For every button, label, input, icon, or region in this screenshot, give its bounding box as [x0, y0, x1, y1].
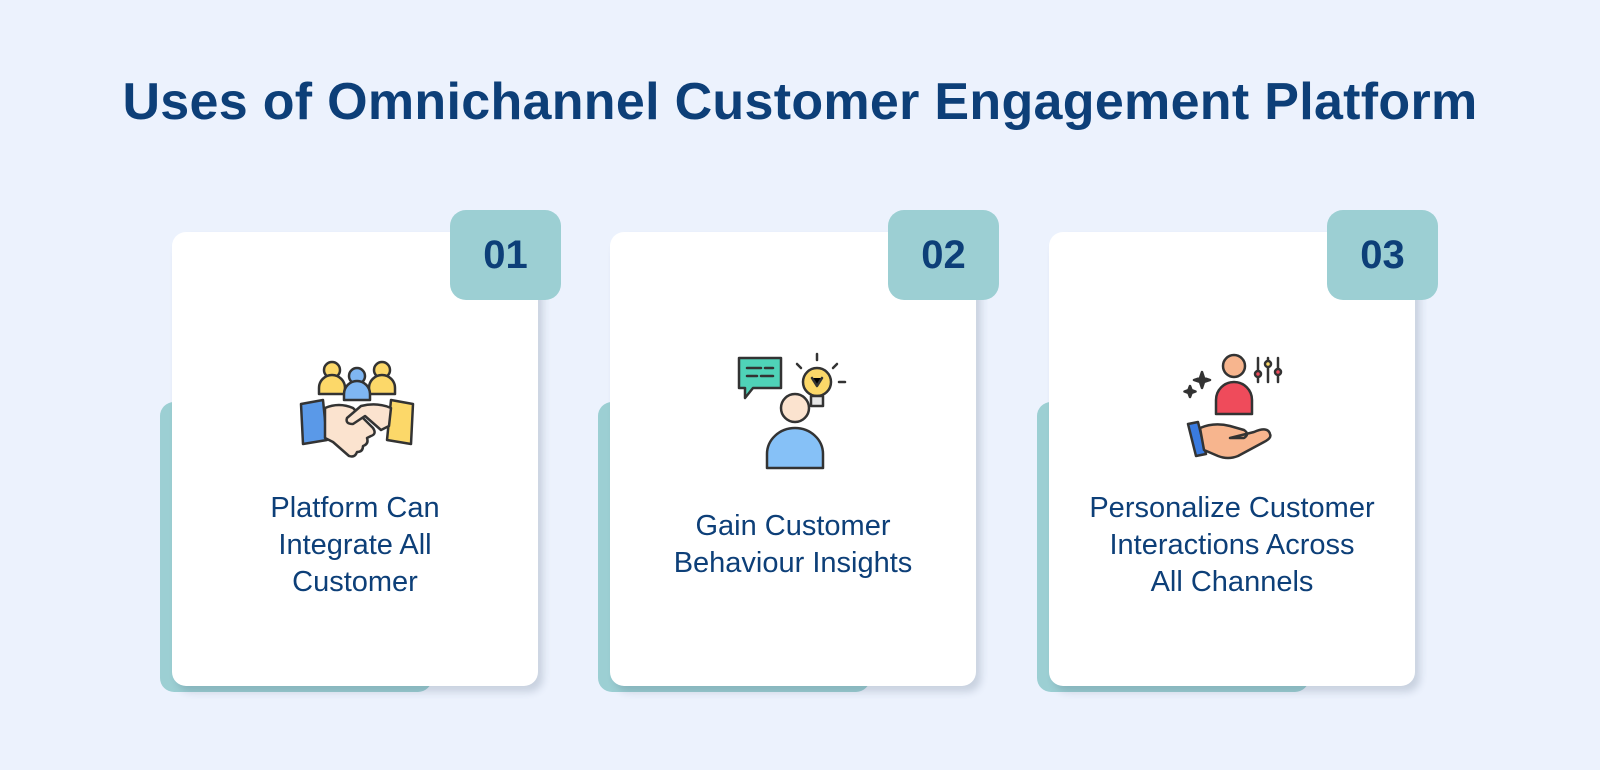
card-body: Platform Can Integrate All Customer — [172, 232, 538, 686]
card-03: Personalize Customer Interactions Across… — [1037, 210, 1438, 700]
hand-person-settings-icon — [1174, 352, 1294, 472]
page-title: Uses of Omnichannel Customer Engagement … — [122, 73, 1478, 131]
card-body: Gain Customer Behaviour Insights — [610, 232, 976, 686]
person-idea-chat-icon — [735, 352, 855, 472]
card-description: Gain Customer Behaviour Insights — [673, 510, 913, 579]
handshake-team-icon — [297, 352, 417, 472]
number-badge: 02 — [888, 210, 999, 300]
card-description: Personalize Customer Interactions Across… — [1089, 492, 1375, 598]
card-01: Platform Can Integrate All Customer 01 — [160, 210, 561, 700]
card-description: Platform Can Integrate All Customer — [270, 492, 440, 598]
card-body: Personalize Customer Interactions Across… — [1049, 232, 1415, 686]
number-badge: 01 — [450, 210, 561, 300]
card-02: Gain Customer Behaviour Insights 02 — [598, 210, 999, 700]
number-badge: 03 — [1327, 210, 1438, 300]
